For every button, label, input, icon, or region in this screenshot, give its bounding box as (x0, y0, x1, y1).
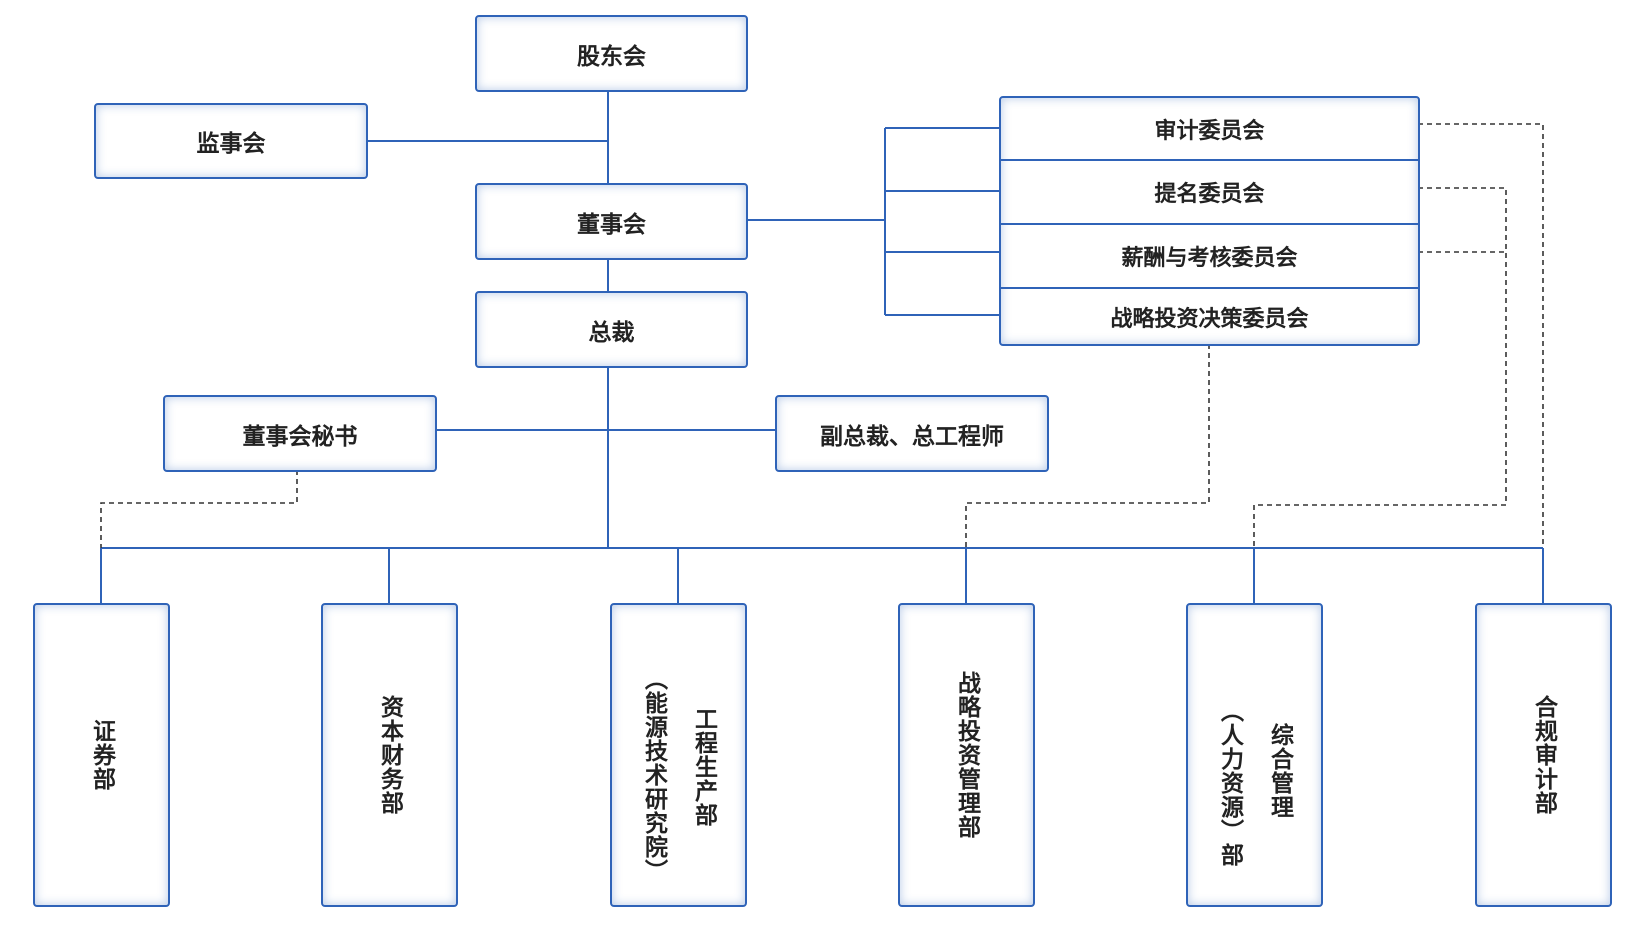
vp-label: 副总裁、总工程师 (820, 423, 1004, 450)
president-box: 总裁 (475, 291, 748, 368)
dept-admin-columns: 综合管理 （人力资源）部 (1213, 643, 1297, 867)
dashed-strategy-dept (965, 344, 1210, 548)
board-secretary-label: 董事会秘书 (242, 423, 358, 450)
dept-admin-box: 综合管理 （人力资源）部 (1186, 603, 1323, 907)
dept-securities-label: 证券部 (88, 719, 115, 791)
committee-remuneration-label: 薪酬与考核委员会 (1121, 246, 1298, 271)
dept-engineering-box: 工程生产部 （能源技术研究院） (610, 603, 747, 907)
dept-compliance-label: 合规审计部 (1530, 695, 1557, 815)
board-label: 董事会 (577, 211, 646, 238)
dashed-nomination-admin (1253, 187, 1507, 548)
shareholders-box: 股东会 (475, 15, 748, 92)
president-label: 总裁 (588, 319, 635, 346)
vp-box: 副总裁、总工程师 (775, 395, 1049, 472)
dept-engineering-label: 工程生产部 (690, 707, 717, 827)
dept-capital-finance-label: 资本财务部 (376, 695, 403, 815)
dept-strategy-box: 战略投资管理部 (898, 603, 1035, 907)
committee-strategy: 战略投资决策委员会 (1001, 289, 1418, 344)
dept-compliance-box: 合规审计部 (1475, 603, 1612, 907)
dept-capital-finance-box: 资本财务部 (321, 603, 458, 907)
dept-hr-label: （人力资源）部 (1216, 699, 1243, 867)
dept-engineering-columns: 工程生产部 （能源技术研究院） (637, 627, 721, 883)
committee-strategy-label: 战略投资决策委员会 (1110, 306, 1309, 332)
committees-box: 审计委员会 提名委员会 薪酬与考核委员会 战略投资决策委员会 (999, 96, 1420, 346)
supervisory-board-label: 监事会 (196, 131, 266, 157)
board-secretary-box: 董事会秘书 (163, 395, 437, 472)
dept-admin-label: 综合管理 (1266, 723, 1293, 819)
board-box: 董事会 (475, 183, 748, 260)
dashed-audit-compliance (1418, 123, 1544, 548)
shareholders-label: 股东会 (577, 43, 646, 70)
dashed-secretary-securities (100, 470, 298, 548)
supervisory-board-box: 监事会 (94, 103, 368, 179)
committee-audit: 审计委员会 (1001, 98, 1418, 161)
committee-remuneration: 薪酬与考核委员会 (1001, 225, 1418, 289)
dept-energy-institute-label: （能源技术研究院） (640, 667, 667, 883)
committee-nomination: 提名委员会 (1001, 161, 1418, 225)
dept-strategy-label: 战略投资管理部 (953, 671, 980, 839)
committee-audit-label: 审计委员会 (1154, 118, 1265, 144)
dept-securities-box: 证券部 (33, 603, 170, 907)
committee-nomination-label: 提名委员会 (1154, 182, 1265, 207)
